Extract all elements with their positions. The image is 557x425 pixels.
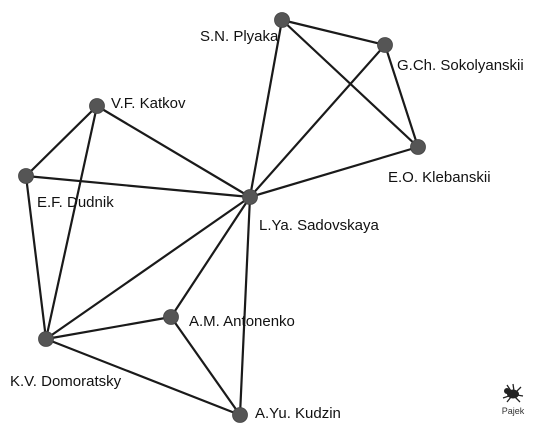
edge-katkov-sadovskaya <box>95 104 252 199</box>
pajek-watermark: Pajek <box>502 383 525 416</box>
node-label-sokolyanskii: G.Ch. Sokolyanskii <box>397 57 524 74</box>
node-dudnik <box>18 168 34 184</box>
node-label-antonenko: A.M. Antonenko <box>189 313 295 330</box>
node-label-kudzin: A.Yu. Kudzin <box>255 405 341 422</box>
spider-icon <box>502 383 524 403</box>
edge-katkov-domoratsky <box>44 104 99 341</box>
edge-dudnik-sadovskaya <box>24 174 252 199</box>
edge-klebanskii-sadovskaya <box>248 145 420 199</box>
edge-antonenko-kudzin <box>169 315 242 417</box>
edge-plyaka-sokolyanskii <box>280 18 387 47</box>
node-domoratsky <box>38 331 54 347</box>
pajek-label: Pajek <box>502 406 525 416</box>
edge-katkov-dudnik <box>24 104 99 178</box>
edge-sadovskaya-domoratsky <box>44 195 252 341</box>
node-label-klebanskii: E.O. Klebanskii <box>388 169 491 186</box>
node-klebanskii <box>410 139 426 155</box>
edge-plyaka-sadovskaya <box>248 18 284 199</box>
edge-sadovskaya-kudzin <box>238 195 252 417</box>
edge-antonenko-domoratsky <box>44 315 173 341</box>
node-sadovskaya <box>242 189 258 205</box>
edge-domoratsky-kudzin <box>44 337 242 417</box>
node-antonenko <box>163 309 179 325</box>
node-label-domoratsky: K.V. Domoratsky <box>10 373 122 390</box>
node-label-katkov: V.F. Katkov <box>111 95 186 112</box>
edge-sadovskaya-antonenko <box>169 195 252 319</box>
node-katkov <box>89 98 105 114</box>
node-label-dudnik: E.F. Dudnik <box>37 194 114 211</box>
node-kudzin <box>232 407 248 423</box>
edge-layer <box>24 18 420 417</box>
node-plyaka <box>274 12 290 28</box>
node-label-plyaka: S.N. Plyaka <box>200 28 279 45</box>
node-label-sadovskaya: L.Ya. Sadovskaya <box>259 217 379 234</box>
edge-dudnik-domoratsky <box>24 174 48 341</box>
edge-sokolyanskii-klebanskii <box>383 43 420 149</box>
node-layer <box>18 12 426 423</box>
node-sokolyanskii <box>377 37 393 53</box>
edge-sokolyanskii-sadovskaya <box>248 43 387 199</box>
